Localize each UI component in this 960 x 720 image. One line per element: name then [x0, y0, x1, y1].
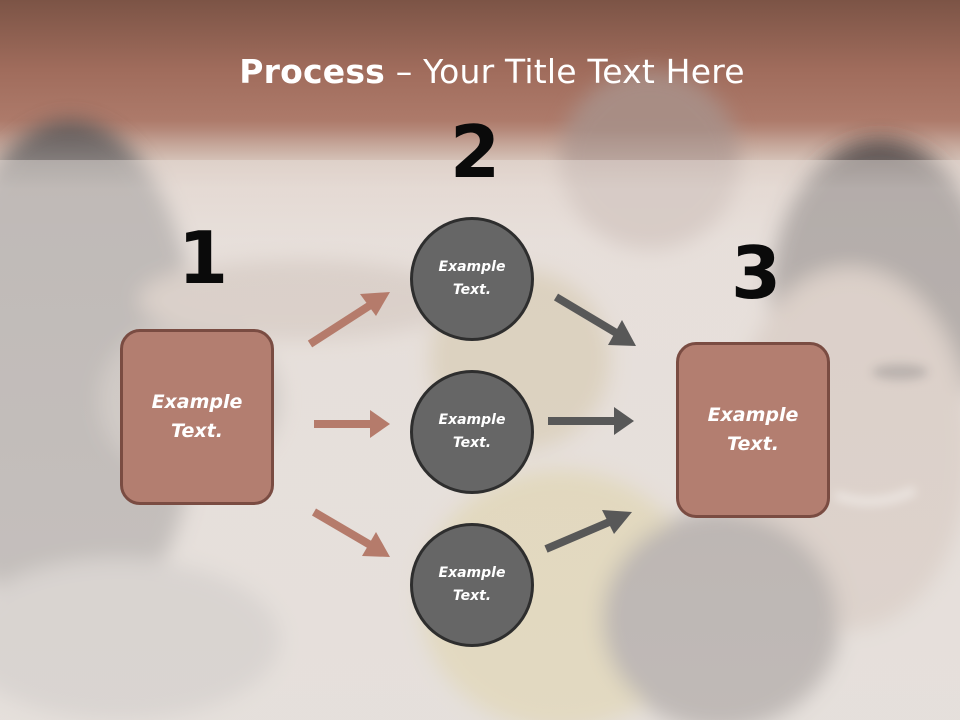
arrow-left-to-middle [314, 410, 390, 438]
arrow-top-to-right [553, 293, 636, 346]
process-circle-top: Example Text. [410, 217, 534, 341]
process-circle-bottom: Example Text. [410, 523, 534, 647]
process-circle-top-text: Example Text. [438, 259, 506, 298]
process-circle-middle: Example Text. [410, 370, 534, 494]
process-box-left: Example Text. [120, 329, 274, 505]
process-box-left-text: Example Text. [151, 391, 243, 442]
process-box-right-text: Example Text. [707, 404, 799, 455]
arrow-bottom-to-right [544, 510, 632, 553]
arrow-left-to-top [307, 292, 390, 348]
process-box-right: Example Text. [676, 342, 830, 518]
slide-title: Process – Your Title Text Here [0, 52, 960, 91]
process-circle-bottom-text: Example Text. [438, 565, 506, 604]
step-number-2: 2 [450, 110, 501, 194]
step-number-3: 3 [731, 231, 782, 315]
process-circle-middle-text: Example Text. [438, 412, 506, 451]
step-number-1: 1 [178, 216, 229, 300]
title-bold: Process [239, 52, 386, 91]
arrow-left-to-bottom [311, 508, 390, 557]
title-rest: – Your Title Text Here [385, 52, 745, 91]
arrow-middle-to-right [548, 407, 634, 435]
